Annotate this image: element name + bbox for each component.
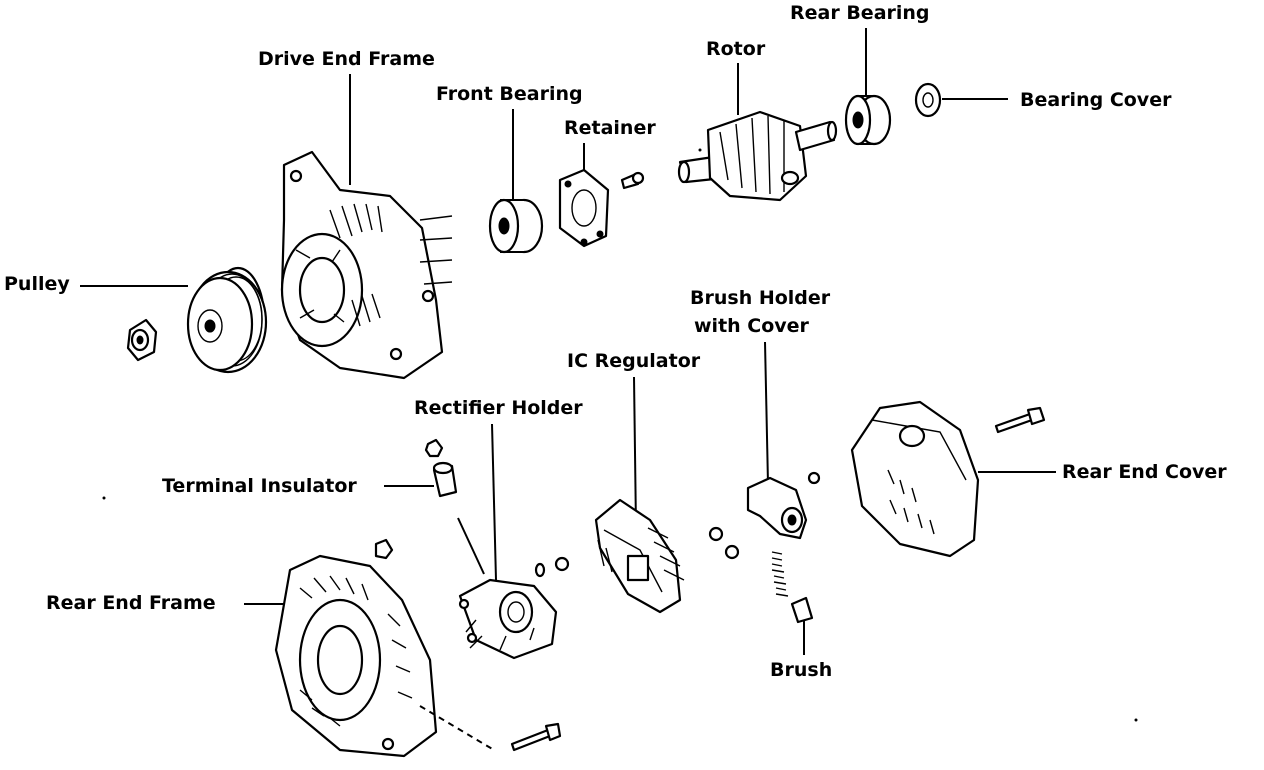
label-rear-bearing: Rear Bearing xyxy=(790,2,930,24)
pulley-nut xyxy=(126,318,158,362)
retainer xyxy=(558,168,610,248)
rear-bearing xyxy=(844,94,892,146)
label-rear-end-cover: Rear End Cover xyxy=(1062,461,1227,483)
drive-end-frame xyxy=(280,150,453,380)
ic-regulator xyxy=(594,498,685,614)
label-rear-end-frame: Rear End Frame xyxy=(46,592,216,614)
rear-end-cover xyxy=(850,400,980,558)
front-bearing xyxy=(488,198,544,254)
rotor xyxy=(677,110,838,202)
rectifier-screw xyxy=(534,556,570,578)
specks xyxy=(102,148,1138,722)
ic-regulator-screws xyxy=(708,526,740,560)
rear-end-frame xyxy=(274,554,438,758)
label-bearing-cover: Bearing Cover xyxy=(1020,89,1172,111)
label-brush: Brush xyxy=(770,659,832,681)
dashed-bolt-line xyxy=(419,705,495,751)
label-drive-end-frame: Drive End Frame xyxy=(258,48,435,70)
label-ic-regulator: IC Regulator xyxy=(567,350,701,372)
rear-end-frame-bolt xyxy=(510,722,562,752)
terminal-insulator-nut xyxy=(424,438,444,458)
label-retainer: Retainer xyxy=(564,117,656,139)
label-terminal-insulator: Terminal Insulator xyxy=(162,475,357,497)
label-front-bearing: Front Bearing xyxy=(436,83,583,105)
label-rectifier-holder: Rectifier Holder xyxy=(414,397,583,419)
label-pulley: Pulley xyxy=(4,273,70,295)
rear-end-cover-bolt xyxy=(994,406,1046,434)
pulley xyxy=(186,266,268,374)
leader-lines xyxy=(80,28,1056,655)
label-brush-holder-line2: with Cover xyxy=(694,315,810,337)
terminal-insulator xyxy=(432,461,458,498)
brush xyxy=(790,596,814,624)
brush-spring xyxy=(771,551,789,597)
label-brush-holder-line1: Brush Holder xyxy=(690,287,831,309)
label-rotor: Rotor xyxy=(706,38,766,60)
brush-holder-with-cover xyxy=(746,471,821,540)
retainer-screw xyxy=(620,171,645,190)
rectifier-holder xyxy=(457,517,558,660)
frame-nut xyxy=(374,538,394,560)
bearing-cover xyxy=(914,82,942,118)
